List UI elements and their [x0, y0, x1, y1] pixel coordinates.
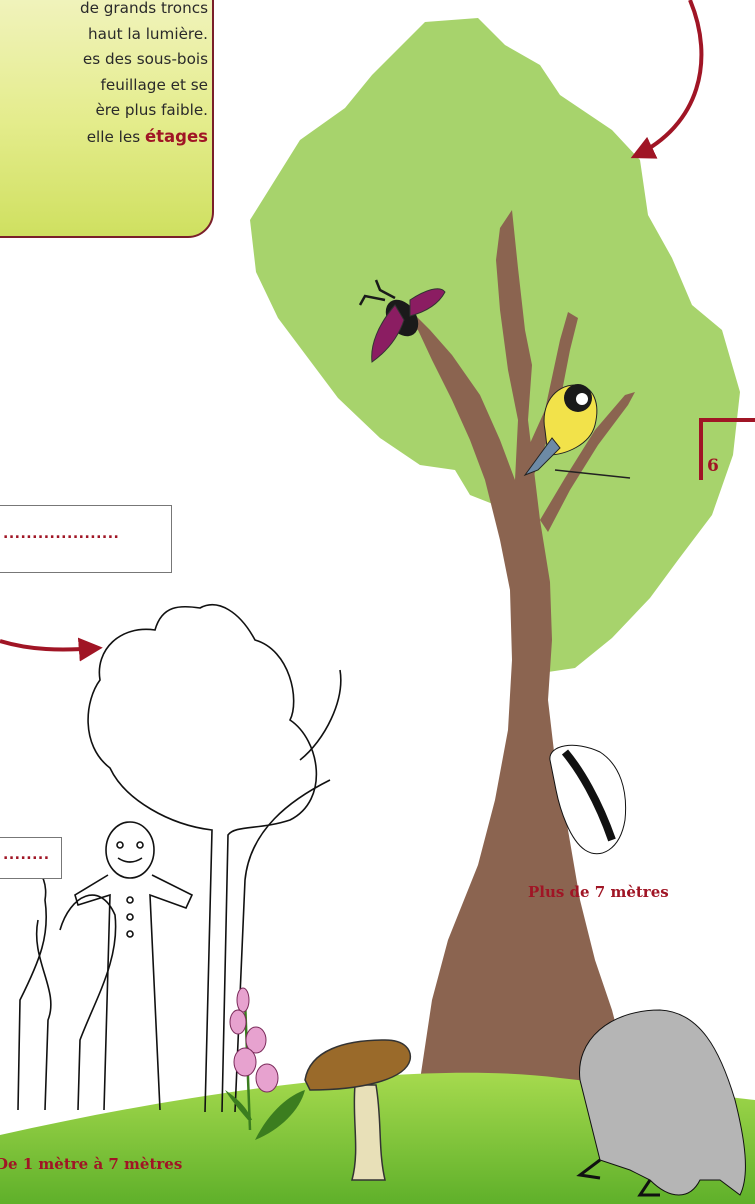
tall-tree-canopy: [250, 18, 740, 672]
intro-text: de grands troncs haut la lumière. es des…: [2, 0, 208, 150]
arrow-to-shrub-tree: [0, 641, 98, 650]
intro-text-highlight: étages: [145, 127, 208, 146]
page-number: 6: [707, 456, 719, 476]
shrub-tree-outline: [88, 605, 341, 1112]
arrow-to-canopy: [635, 0, 701, 156]
stick-person-outline: [75, 822, 192, 1110]
shrub-layer-label: De 1 mètre à 7 mètres: [0, 1155, 182, 1173]
answer-box-top-dots: ....................: [3, 526, 119, 542]
answer-box-bottom-dots: ........: [3, 847, 50, 863]
intro-text-body: de grands troncs haut la lumière. es des…: [80, 0, 208, 146]
tall-layer-label: Plus de 7 mètres: [528, 883, 669, 901]
intro-text-box: de grands troncs haut la lumière. es des…: [0, 0, 214, 238]
